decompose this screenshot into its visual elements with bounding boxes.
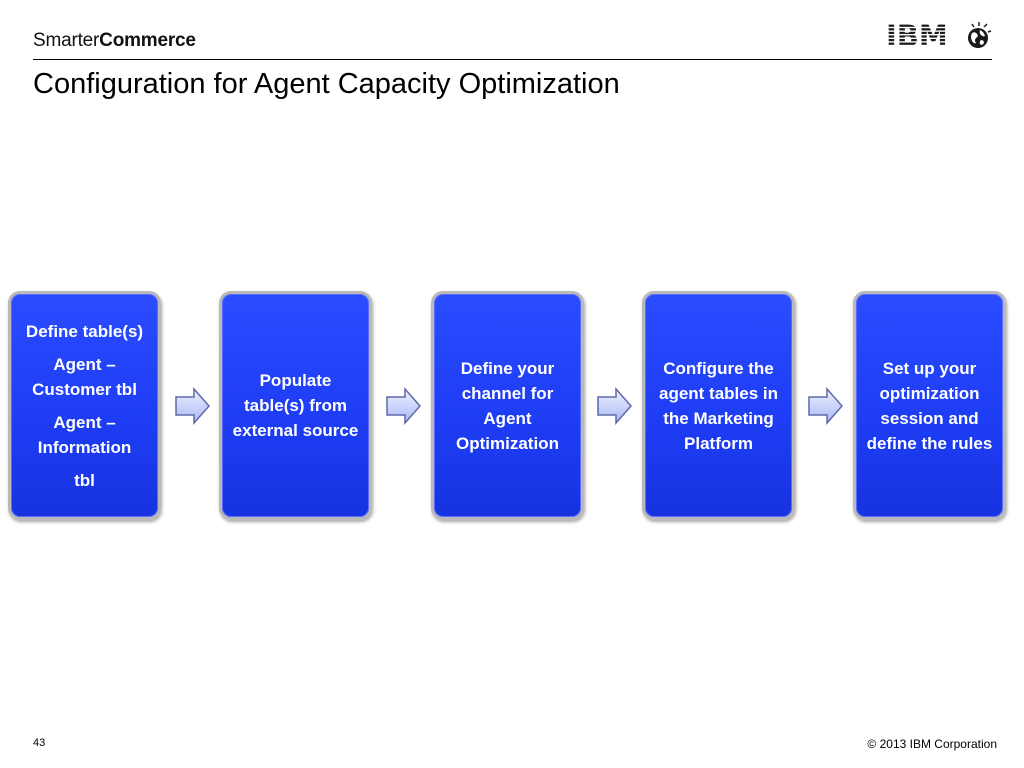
- ibm-logo: IBM: [886, 21, 992, 53]
- right-arrow-icon: [386, 387, 422, 425]
- slide-number: 43: [33, 737, 46, 749]
- copyright-notice: © 2013 IBM Corporation: [867, 737, 997, 751]
- brand-bold-text: Commerce: [99, 30, 196, 51]
- step-3-text: Define your channel for Agent Optimizati…: [456, 358, 559, 453]
- right-arrow-icon: [808, 387, 844, 425]
- step-populate-tables: Populate table(s) from external source: [219, 291, 372, 520]
- sparkle-icon: [971, 22, 992, 33]
- step-5-text: Set up your optimization session and def…: [866, 358, 993, 453]
- smarter-commerce-brand: SmarterCommerce: [33, 30, 196, 52]
- step-4-text: Configure the agent tables in the Market…: [658, 358, 779, 453]
- step-configure-agent-tables: Configure the agent tables in the Market…: [642, 291, 795, 520]
- step-optimization-session: Set up your optimization session and def…: [853, 291, 1006, 520]
- right-arrow-icon: [597, 387, 633, 425]
- globe-icon: [968, 28, 988, 48]
- step-1-line-1: Define table(s): [25, 321, 144, 341]
- step-define-channel: Define your channel for Agent Optimizati…: [431, 291, 584, 520]
- right-arrow-icon: [175, 387, 211, 425]
- step-2-text: Populate table(s) from external source: [232, 371, 359, 440]
- step-1-line-2: Agent – Customer tbl: [32, 354, 137, 399]
- page-title: Configuration for Agent Capacity Optimiz…: [33, 68, 620, 100]
- step-1-line-3: Agent – Information: [37, 412, 132, 457]
- ibm-logo-text: IBM: [886, 21, 948, 53]
- header-divider: [33, 59, 992, 60]
- step-define-tables: Define table(s) Agent – Customer tbl Age…: [8, 291, 161, 520]
- step-1-line-4: tbl: [74, 470, 95, 490]
- brand-light-text: Smarter: [33, 30, 100, 51]
